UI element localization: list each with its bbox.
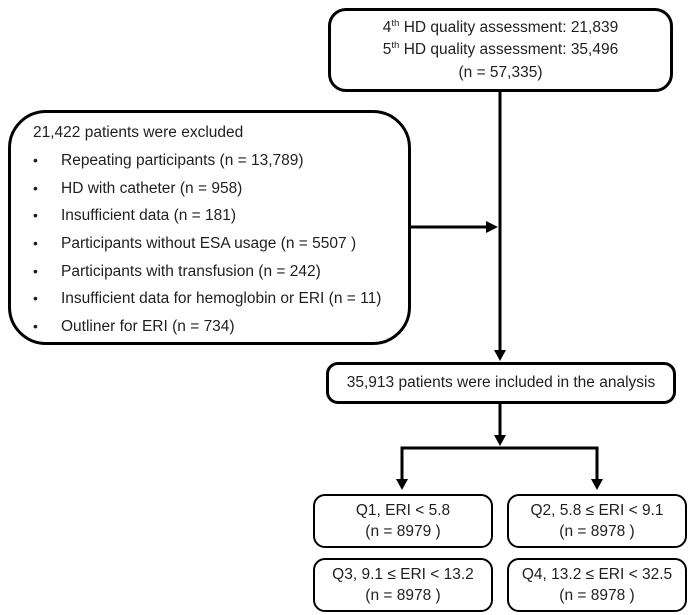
excluded-item-text: Outliner for ERI (n = 734) (61, 318, 235, 336)
excluded-item-text: Insufficient data (n = 181) (61, 207, 237, 225)
excluded-item-repeating: • Repeating participants (n = 13,789) (11, 147, 398, 175)
hd4-ordinal: 4 (382, 19, 392, 37)
arrowhead-into-included-icon (494, 350, 506, 361)
hd4-label: HD quality assessment: 21,839 (399, 19, 619, 37)
arrowhead-branch-icon (494, 435, 506, 446)
hd5-ordinal: 5 (382, 41, 392, 59)
box-quartile-q2: Q2, 5.8 ≤ ERI < 9.1 (n = 8978 ) (507, 494, 687, 548)
excluded-item-text: Insufficient data for hemoglobin or ERI … (61, 290, 382, 308)
hd5-label: HD quality assessment: 35,496 (399, 41, 619, 59)
arrowhead-q1-icon (396, 479, 408, 490)
q4-n: (n = 8978 ) (559, 586, 635, 604)
q2-label: Q2, 5.8 ≤ ERI < 9.1 (530, 501, 664, 519)
excluded-item-insufficient-data: • Insufficient data (n = 181) (11, 202, 398, 230)
q1-n: (n = 8979 ) (365, 522, 441, 540)
excluded-item-text: HD with catheter (n = 958) (61, 179, 243, 197)
excluded-item-text: Participants with transfusion (n = 242) (61, 262, 321, 280)
excluded-item-outliner: • Outliner for ERI (n = 734) (11, 313, 398, 341)
box-excluded-patients: 21,422 patients were excluded • Repeatin… (8, 110, 411, 345)
excluded-item-catheter: • HD with catheter (n = 958) (11, 174, 398, 202)
bullet-icon: • (33, 179, 38, 196)
hd5-ordinal-suffix: th (391, 40, 400, 52)
excluded-item-transfusion: • Participants with transfusion (n = 242… (11, 257, 398, 285)
bullet-icon: • (33, 317, 38, 334)
q3-label: Q3, 9.1 ≤ ERI < 13.2 (332, 565, 474, 583)
box-quartile-q4: Q4, 13.2 ≤ ERI < 32.5 (n = 8978 ) (507, 558, 687, 612)
box-hd-quality-assessment: 4th HD quality assessment: 21,839 5th HD… (328, 8, 673, 92)
included-text: 35,913 patients were included in the ana… (346, 374, 656, 392)
excluded-item-hgb-eri: • Insufficient data for hemoglobin or ER… (11, 285, 398, 313)
excluded-title: 21,422 patients were excluded (33, 124, 244, 142)
excluded-item-no-esa: • Participants without ESA usage (n = 55… (11, 230, 398, 258)
hd4-assessment-text: 4th HD quality assessment: 21,839 (383, 19, 618, 36)
connector-branch-split (400, 446, 599, 481)
arrowhead-excluded-icon (486, 221, 498, 233)
bullet-icon: • (33, 262, 38, 279)
excluded-item-text: Repeating participants (n = 13,789) (61, 152, 304, 169)
bullet-icon: • (33, 151, 38, 168)
excluded-item-text: Participants without ESA usage (n = 5507… (61, 235, 357, 253)
box-included-patients: 35,913 patients were included in the ana… (326, 362, 676, 404)
box-quartile-q1: Q1, ERI < 5.8 (n = 8979 ) (313, 494, 493, 548)
q3-n: (n = 8978 ) (365, 586, 441, 604)
q4-label: Q4, 13.2 ≤ ERI < 32.5 (521, 565, 673, 583)
q1-label: Q1, ERI < 5.8 (355, 501, 451, 519)
bullet-icon: • (33, 290, 38, 307)
hd5-assessment-text: 5th HD quality assessment: 35,496 (383, 41, 618, 58)
q2-n: (n = 8978 ) (559, 522, 635, 540)
hd4-ordinal-suffix: th (391, 18, 400, 30)
bullet-icon: • (33, 207, 38, 224)
box-quartile-q3: Q3, 9.1 ≤ ERI < 13.2 (n = 8978 ) (313, 558, 493, 612)
bullet-icon: • (33, 234, 38, 251)
arrowhead-q2-icon (591, 479, 603, 490)
total-n-text: (n = 57,335) (458, 63, 543, 81)
